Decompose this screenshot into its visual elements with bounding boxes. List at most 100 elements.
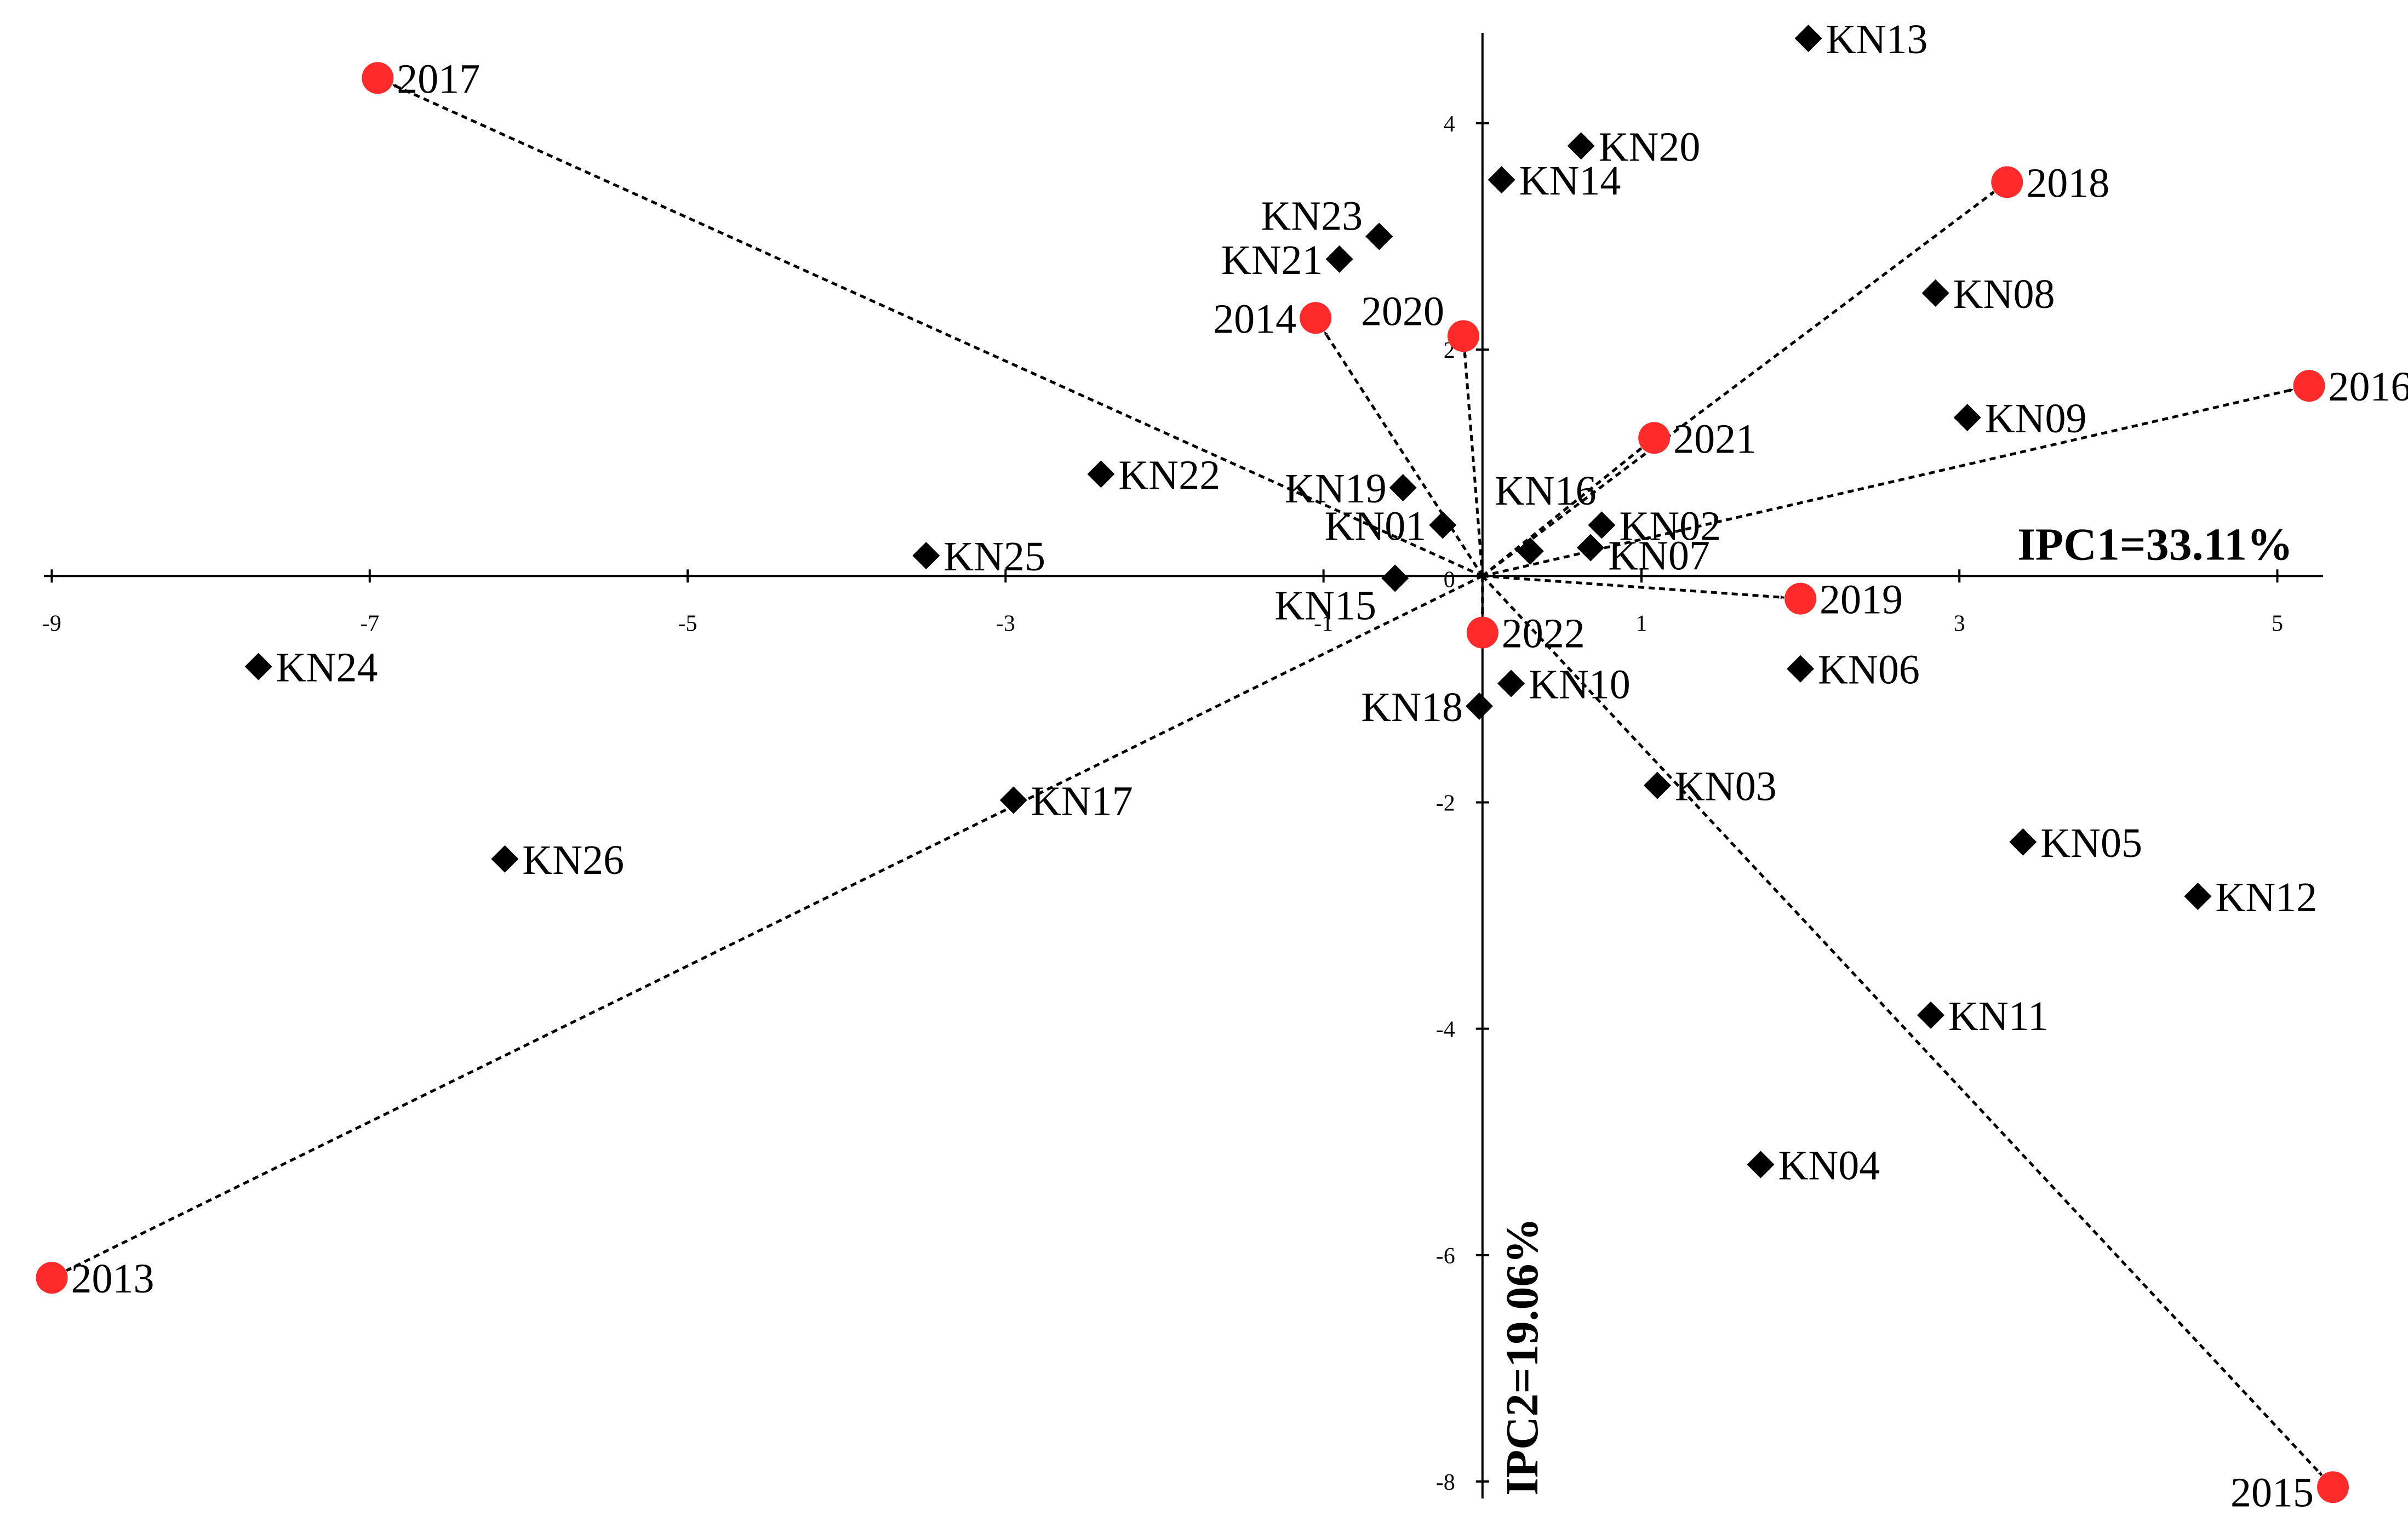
environment-label: 2019: [1820, 577, 1903, 623]
x-tick-label: -9: [42, 611, 61, 636]
genotype-marker: [2184, 882, 2212, 910]
genotype-label: KN02: [1619, 503, 1721, 549]
environment-vector: [1463, 352, 1484, 576]
y-tick-label: -8: [1436, 1470, 1455, 1495]
environment-vector: [1323, 331, 1484, 577]
y-tick-label: -6: [1436, 1244, 1455, 1269]
genotype-marker: [999, 786, 1027, 814]
environment-points: 2017 2018 2014 2020 2016 2021 2019 2022 2013 2015: [36, 56, 2408, 1515]
genotype-label: KN11: [1948, 993, 2049, 1039]
environment-vector: [1482, 191, 1995, 577]
environment-marker: [1300, 302, 1332, 334]
genotype-label: KN15: [1274, 582, 1376, 628]
environment-label: 2017: [397, 56, 480, 102]
genotype-label: KN07: [1608, 533, 1710, 579]
genotype-marker: [912, 542, 940, 570]
y-tick-label: 4: [1444, 112, 1455, 137]
genotype-label: KN01: [1324, 503, 1426, 549]
environment-label: 2013: [71, 1256, 155, 1302]
environment-marker: [36, 1262, 68, 1294]
genotype-marker: [1588, 511, 1616, 539]
axis-titles: IPC1=33.11% IPC2=19.06%: [1497, 519, 2293, 1496]
y-axis-title: IPC2=19.06%: [1497, 1217, 1548, 1496]
x-axis-title: IPC1=33.11%: [2017, 519, 2293, 570]
genotype-marker: [491, 845, 519, 873]
genotype-label: KN14: [1519, 158, 1621, 204]
environment-vector: [1482, 447, 1643, 577]
environment-label: 2015: [2230, 1469, 2314, 1515]
environment-vector: [1481, 575, 2323, 1477]
environment-vectors: [66, 83, 2323, 1477]
genotype-marker: [1747, 1151, 1775, 1179]
environment-label: 2022: [1502, 611, 1585, 657]
genotype-label: KN06: [1818, 647, 1920, 693]
genotype-marker: [1643, 771, 1671, 799]
genotype-label: KN21: [1221, 237, 1323, 283]
genotype-label: KN03: [1675, 763, 1777, 809]
genotype-marker: [1921, 279, 1949, 307]
environment-vector: [1482, 388, 2293, 577]
environment-marker: [1991, 166, 2023, 198]
genotype-label: KN09: [1985, 396, 2087, 442]
genotype-marker: [1488, 166, 1515, 194]
genotype-marker: [244, 653, 272, 680]
genotype-marker: [1325, 245, 1353, 273]
genotype-label: KN18: [1361, 684, 1463, 730]
genotype-label: KN16: [1495, 468, 1597, 514]
genotype-label: KN17: [1031, 778, 1133, 824]
genotype-label: KN23: [1261, 193, 1363, 239]
environment-marker: [1466, 616, 1498, 649]
genotype-label: KN19: [1285, 466, 1387, 512]
environment-marker: [362, 62, 394, 94]
genotype-label: KN05: [2040, 820, 2142, 866]
genotype-marker: [1497, 670, 1525, 697]
environment-label: 2016: [2329, 364, 2408, 410]
environment-marker: [2293, 370, 2325, 402]
genotype-marker: [1577, 534, 1605, 562]
x-tick-label: 3: [1954, 611, 1965, 636]
environment-label: 2018: [2026, 160, 2109, 206]
x-tick-label: 5: [2272, 611, 2283, 636]
genotype-label: KN12: [2215, 874, 2317, 920]
genotype-marker: [1953, 404, 1981, 432]
genotype-label: KN13: [1826, 16, 1928, 62]
genotype-label: KN04: [1778, 1143, 1880, 1189]
genotype-label: KN22: [1118, 452, 1220, 498]
genotype-marker: [1794, 25, 1822, 52]
genotype-label: KN20: [1599, 124, 1701, 170]
x-tick-label: -7: [360, 611, 379, 636]
genotype-marker: [2009, 828, 2037, 856]
genotype-marker: [1465, 692, 1493, 720]
x-tick-label: -1: [1314, 611, 1333, 636]
genotype-marker: [1567, 132, 1595, 160]
environment-marker: [1784, 582, 1817, 615]
y-tick-label: -4: [1436, 1017, 1455, 1043]
environment-vector: [1482, 574, 1784, 599]
genotype-label: KN10: [1529, 662, 1631, 708]
x-tick-label: -5: [678, 611, 697, 636]
environment-label: 2014: [1213, 296, 1296, 342]
genotype-marker: [1917, 1001, 1944, 1029]
environment-label: 2021: [1673, 416, 1757, 462]
environment-marker: [1638, 422, 1671, 454]
genotype-marker: [1429, 511, 1457, 539]
environment-label: 2020: [1361, 288, 1444, 334]
genotype-label: KN24: [276, 645, 378, 691]
x-tick-label: 1: [1635, 611, 1647, 636]
genotype-marker: [1365, 222, 1393, 250]
genotype-marker: [1381, 564, 1409, 592]
genotype-label: KN25: [943, 534, 1045, 580]
environment-marker: [2317, 1471, 2349, 1503]
origin-label: 0: [1444, 567, 1455, 592]
genotype-label: KN08: [1953, 271, 2055, 317]
environment-marker: [1447, 320, 1479, 352]
genotype-marker: [1787, 655, 1815, 683]
genotype-label: KN26: [522, 837, 624, 883]
y-tick-label: -2: [1436, 791, 1455, 816]
genotype-marker: [1516, 537, 1544, 565]
environment-vector: [66, 575, 1483, 1272]
environment-vector: [392, 83, 1483, 577]
